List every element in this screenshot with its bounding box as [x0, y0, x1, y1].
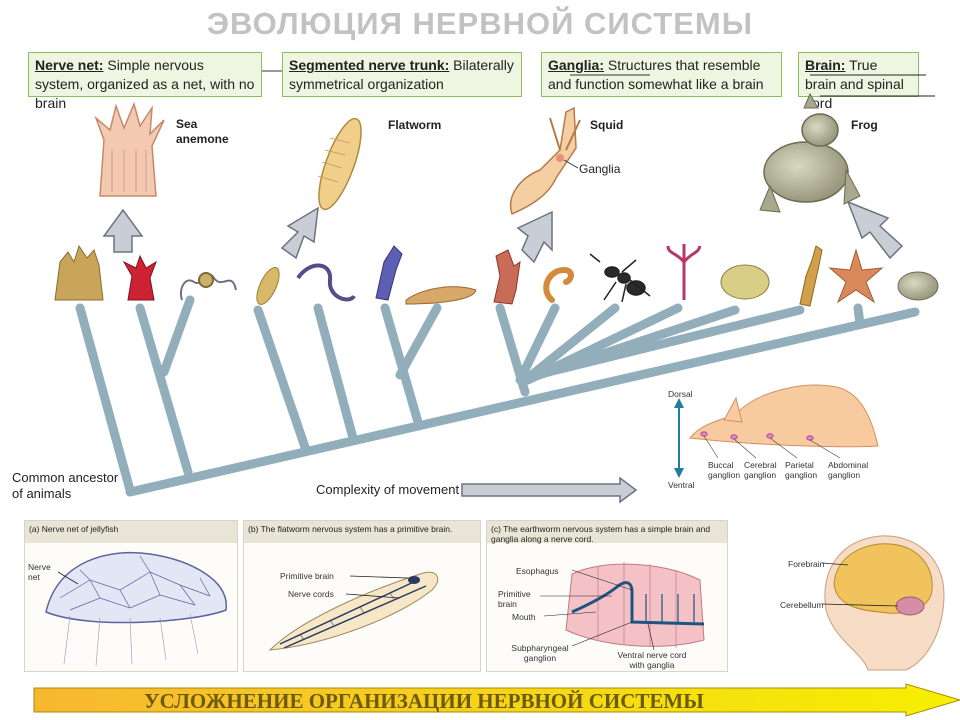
nerve-net-text: Simple nervous system, organized as a ne…	[35, 57, 255, 111]
frog-label: Frog	[851, 118, 878, 132]
dorsal-label: Dorsal	[668, 389, 693, 399]
earthworm-nervous-drawing	[540, 562, 705, 651]
nerve-cords-label: Nerve cords	[288, 589, 334, 599]
buccal-ganglion-label: Buccal ganglion	[708, 460, 741, 480]
squid-small-icon	[493, 249, 521, 305]
roundworm-icon	[405, 286, 477, 305]
complexity-label: Complexity of movement	[316, 482, 460, 497]
aplysia-insert	[674, 384, 879, 478]
page-title: ЭВОЛЮЦИЯ НЕРВНОЙ СИСТЕМЫ	[206, 6, 754, 41]
phylogenetic-tree	[75, 295, 920, 497]
cerebral-ganglion-label: Cerebral ganglion	[744, 460, 777, 480]
cerebellum-label: Cerebellum	[780, 600, 824, 610]
ventral-label: Ventral	[668, 480, 695, 490]
flatworm-panel-title: (b) The flatworm nervous system has a pr…	[244, 521, 480, 543]
lancelet-icon	[799, 245, 823, 307]
brain-term: Brain:	[805, 57, 846, 73]
comb-jelly-icon	[180, 272, 237, 301]
clam-icon	[720, 264, 770, 300]
segmented-trunk-term: Segmented nerve trunk:	[289, 57, 450, 73]
flatworm-small-icon	[256, 267, 280, 305]
hydroid-icon	[666, 244, 702, 300]
squid-label: Squid	[590, 118, 624, 132]
jellyfish-panel-title: (a) Nerve net of jellyfish	[25, 521, 237, 543]
sea-anemone-label: Sea anemone	[176, 117, 229, 146]
banner-text: УСЛОЖНЕНИЕ ОРГАНИЗАЦИИ НЕРВНОЙ СИСТЕМЫ	[144, 689, 704, 713]
ganglia-box: Ganglia: Structures that resemble and fu…	[541, 52, 782, 97]
frog-illustration	[759, 92, 861, 213]
coral-icon	[122, 254, 157, 301]
starfish-icon	[828, 248, 884, 304]
forebrain-label: Forebrain	[788, 559, 825, 569]
segmented-trunk-text: Bilaterally symmetrical organization	[289, 57, 514, 92]
nerve-net-label: Nerve net	[28, 562, 51, 582]
flatworm-illustration	[317, 117, 362, 211]
complexity-arrow-icon	[461, 476, 638, 504]
ventral-nerve-cord-label: Ventral nerve cord with ganglia	[617, 650, 687, 670]
ant-icon	[589, 253, 651, 303]
ganglia-text: Structures that resemble and function so…	[548, 57, 764, 92]
arrow-up-icon	[846, 200, 904, 260]
parietal-ganglion-label: Parietal ganglion	[785, 460, 818, 480]
nerve-net-box: Nerve net: Simple nervous system, organi…	[28, 52, 262, 111]
ribbon-worm-icon	[296, 263, 356, 302]
flatworm-label: Flatworm	[388, 118, 442, 132]
segmented-trunk-box: Segmented nerve trunk: Bilaterally symme…	[282, 52, 522, 97]
arrow-up-icon	[102, 208, 144, 253]
jellyfish-drawing	[45, 551, 227, 667]
rotifer-icon	[375, 245, 403, 301]
esophagus-label: Esophagus	[516, 566, 559, 576]
ganglia-term: Ganglia:	[548, 57, 605, 73]
sea-anemone-illustration	[94, 101, 165, 197]
common-ancestor-label: Common ancestor of animals	[12, 470, 119, 501]
arrow-up-icon	[280, 206, 319, 260]
arrow-up-icon	[516, 210, 553, 264]
frog-small-icon	[897, 271, 939, 301]
earthworm-panel-title: (c) The earthworm nervous system has a s…	[487, 521, 727, 544]
primitive-brain-label: Primitive brain	[280, 571, 334, 581]
nerve-net-term: Nerve net:	[35, 57, 104, 73]
human-brain-illustration	[821, 535, 945, 671]
brain-text: True brain and spinal cord	[805, 57, 904, 111]
earthworm-icon	[543, 266, 574, 303]
abdominal-ganglion-label: Abdominal ganglion	[828, 460, 869, 480]
ganglia-label: Ganglia	[579, 162, 621, 176]
complexity-banner-arrow	[33, 683, 960, 717]
mouth-label: Mouth	[512, 612, 536, 622]
earthworm-brain-label: Primitive brain	[498, 589, 531, 609]
squid-illustration	[509, 106, 581, 216]
flatworm-nervous-drawing	[268, 571, 439, 651]
subpharyngeal-ganglion-label: Subpharyngeal ganglion	[511, 643, 569, 663]
sponge-icon	[54, 244, 104, 301]
